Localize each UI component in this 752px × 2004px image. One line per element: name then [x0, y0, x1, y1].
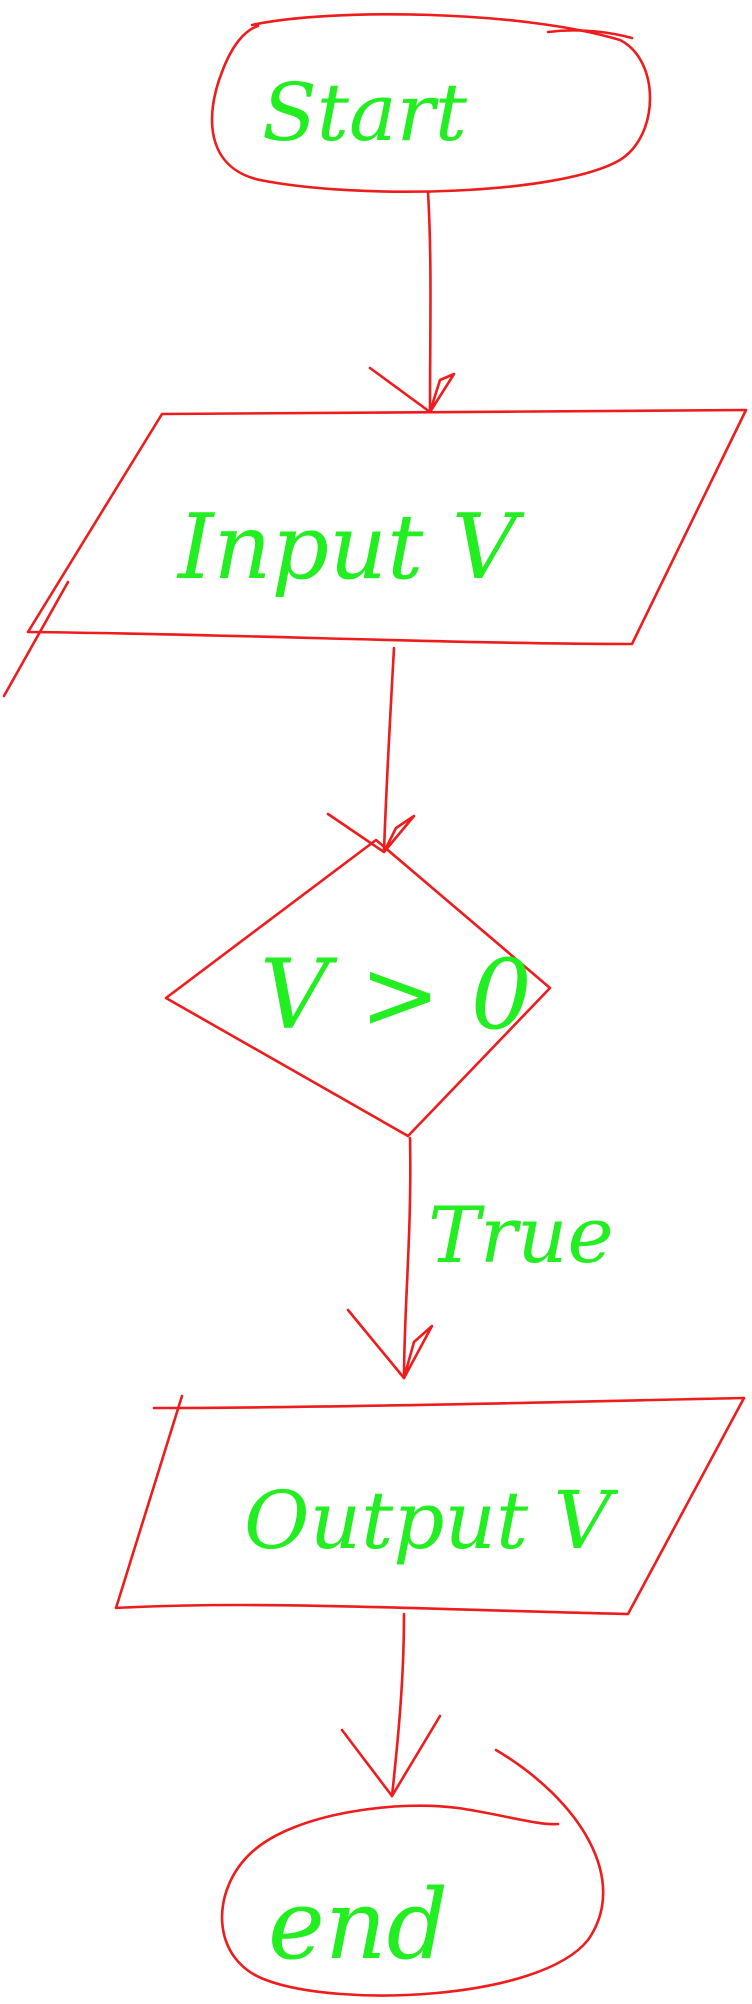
arrow-decision-output-line [402, 1136, 412, 1380]
output-node: Output V [114, 1394, 746, 1616]
decision-diamond-shape [164, 838, 552, 1138]
arrow-output-end-head [340, 1714, 442, 1798]
input-parallelogram-overshoot [2, 580, 70, 698]
arrow-decision-to-output: True [346, 1136, 614, 1380]
start-ellipse-shape [210, 12, 652, 193]
arrow-start-input-head [368, 366, 456, 414]
input-node: Input V [2, 408, 748, 698]
output-label: Output V [244, 1474, 619, 1567]
arrow-input-decision-head [326, 812, 416, 854]
decision-label: V > 0 [260, 939, 532, 1051]
arrow-start-to-input [368, 190, 456, 414]
output-parallelogram-shape [114, 1394, 746, 1616]
arrow-input-decision-line [382, 646, 396, 854]
decision-node: V > 0 [164, 838, 552, 1138]
arrow-output-end-line [390, 1612, 406, 1798]
input-parallelogram-shape [26, 408, 748, 646]
start-label: Start [262, 66, 468, 159]
arrow-output-to-end [340, 1612, 442, 1798]
input-label: Input V [176, 495, 525, 600]
edge-label-true: True [428, 1191, 614, 1281]
arrow-start-input-line [426, 190, 432, 414]
start-node: Start [210, 12, 652, 193]
end-label: end [268, 1869, 448, 1981]
arrow-decision-output-head [346, 1308, 434, 1380]
end-node: end [220, 1748, 605, 1997]
arrow-input-to-decision [326, 646, 416, 854]
start-ellipse-tail [546, 29, 634, 40]
end-ellipse-shape [220, 1748, 605, 1997]
